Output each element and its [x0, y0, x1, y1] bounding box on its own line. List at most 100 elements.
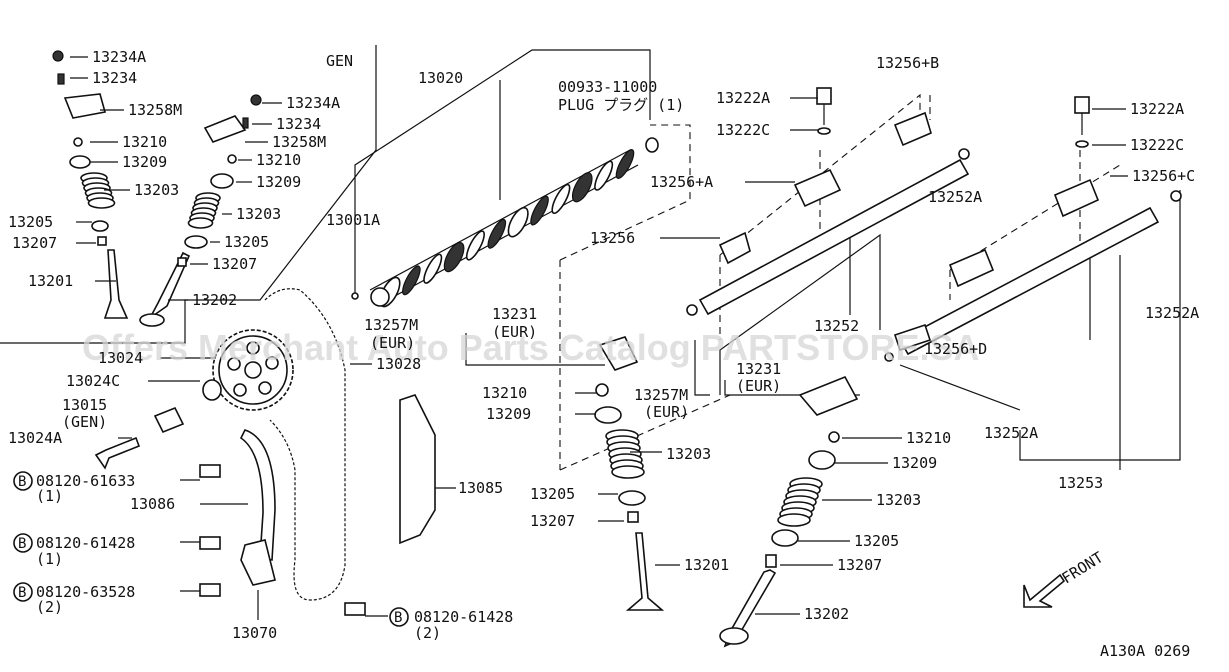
chain-guides — [199, 394, 436, 616]
label-13257m-lower: 13257M — [634, 386, 688, 404]
label-13201-center: 13201 — [684, 556, 729, 574]
label-13256b: 13256+B — [876, 54, 939, 72]
label-13203-mid: 13203 — [236, 205, 281, 223]
label-13205-left: 13205 — [8, 213, 53, 231]
label-13210-left: 13210 — [122, 133, 167, 151]
cam-lobe — [530, 195, 549, 226]
label-13252a-lower: 13252A — [984, 424, 1038, 442]
label-13234-left: 13234 — [92, 69, 137, 87]
label-13001a: 13001A — [326, 211, 380, 229]
label-bolt3-code: 08120-63528 — [36, 583, 135, 601]
cam-lobe — [615, 149, 635, 179]
cam-lobe — [423, 253, 443, 284]
label-plug-code: 00933-11000 — [558, 78, 657, 96]
bolt1-circle-b: B — [18, 474, 26, 490]
spring-coil — [611, 465, 645, 479]
label-front: FRONT — [1059, 548, 1107, 587]
label-13209-left: 13209 — [122, 153, 167, 171]
bolt4-circle-b: B — [394, 610, 402, 626]
label-13222c-top: 13222C — [716, 121, 770, 139]
footer-code: A130A 0269 — [1100, 642, 1190, 660]
label-13015: 13015 — [62, 396, 107, 414]
label-13015-sub: (GEN) — [62, 413, 107, 431]
label-13085: 13085 — [458, 479, 503, 497]
label-13210-right: 13210 — [906, 429, 951, 447]
label-bolt1-qty: (1) — [36, 487, 63, 505]
label-plug-text: PLUG プラグ (1) — [558, 96, 684, 114]
label-13207-mid: 13207 — [212, 255, 257, 273]
label-bolt4-qty: (2) — [414, 624, 441, 642]
label-gen-header: GEN — [326, 52, 353, 70]
label-13231-upper-sub: (EUR) — [492, 323, 537, 341]
rocker-shaft-upper — [686, 148, 970, 316]
label-13252a-top: 13252A — [928, 188, 982, 206]
label-13209-center: 13209 — [486, 405, 531, 423]
label-13234a-mid: 13234A — [286, 94, 340, 112]
label-13231-lower-sub: (EUR) — [736, 377, 781, 395]
spring-coil — [87, 197, 116, 209]
label-13205-right: 13205 — [854, 532, 899, 550]
camshaft — [351, 149, 639, 308]
label-bolt3-qty: (2) — [36, 598, 63, 616]
label-13203-center: 13203 — [666, 445, 711, 463]
label-13209-mid: 13209 — [256, 173, 301, 191]
bolt2-circle-b: B — [18, 536, 26, 552]
label-13024: 13024 — [98, 349, 143, 367]
label-13234-mid: 13234 — [276, 115, 321, 133]
timing-chain — [264, 288, 346, 601]
label-13231-lower: 13231 — [736, 360, 781, 378]
part-labels: GEN 13234A 13234 13258M 13210 13209 1320… — [8, 48, 1199, 660]
valve-stack-center — [594, 383, 665, 611]
label-13020: 13020 — [418, 69, 463, 87]
label-13253: 13253 — [1058, 474, 1103, 492]
label-13070: 13070 — [232, 624, 277, 642]
label-13201-left: 13201 — [28, 272, 73, 290]
watermark: Offers Merchant Auto Parts Catalog PARTS… — [82, 327, 979, 368]
valve-stack-left — [52, 50, 191, 327]
label-bolt2-qty: (1) — [36, 550, 63, 568]
label-13256: 13256 — [590, 229, 635, 247]
label-13209-right: 13209 — [892, 454, 937, 472]
label-13222c-right: 13222C — [1130, 136, 1184, 154]
label-13256a: 13256+A — [650, 173, 713, 191]
label-13252a-right: 13252A — [1145, 304, 1199, 322]
cam-lobe — [402, 265, 421, 296]
cam-lobe — [594, 160, 614, 191]
label-bolt1-code: 08120-61633 — [36, 472, 135, 490]
label-13086: 13086 — [130, 495, 175, 513]
valve-stack-mid-left — [177, 94, 262, 267]
label-13202-left: 13202 — [192, 291, 237, 309]
label-13252: 13252 — [814, 317, 859, 335]
label-13205-center: 13205 — [530, 485, 575, 503]
spring-coil — [777, 513, 811, 527]
valve-stack-right — [719, 431, 840, 648]
label-13210-mid: 13210 — [256, 151, 301, 169]
cam-lobe — [465, 230, 485, 261]
cam-lobe — [571, 172, 593, 203]
label-13202-right: 13202 — [804, 605, 849, 623]
leader-lines — [0, 45, 1181, 471]
label-13234a-left: 13234A — [92, 48, 146, 66]
label-13222a-top: 13222A — [716, 89, 770, 107]
label-13231-upper: 13231 — [492, 305, 537, 323]
label-13222a-right: 13222A — [1130, 100, 1184, 118]
cam-lobe — [443, 241, 465, 273]
label-bolt4-code: 08120-61428 — [414, 608, 513, 626]
label-13203-left: 13203 — [134, 181, 179, 199]
label-13028: 13028 — [376, 355, 421, 373]
label-13256d: 13256+D — [924, 340, 987, 358]
label-13024a: 13024A — [8, 429, 62, 447]
label-13257m-lower-sub: (EUR) — [644, 403, 689, 421]
label-leaders — [70, 56, 1128, 620]
bolt-b-markers — [13, 471, 409, 627]
spring-coil — [187, 217, 214, 229]
front-arrow-icon — [1023, 573, 1066, 608]
label-bolt2-code: 08120-61428 — [36, 534, 135, 552]
rocker-shaft-lower — [884, 190, 1182, 362]
label-13207-left: 13207 — [12, 234, 57, 252]
label-13203-right: 13203 — [876, 491, 921, 509]
label-13257m-upper-sub: (EUR) — [370, 334, 415, 352]
label-13258m-left: 13258M — [128, 101, 182, 119]
label-13207-center: 13207 — [530, 512, 575, 530]
